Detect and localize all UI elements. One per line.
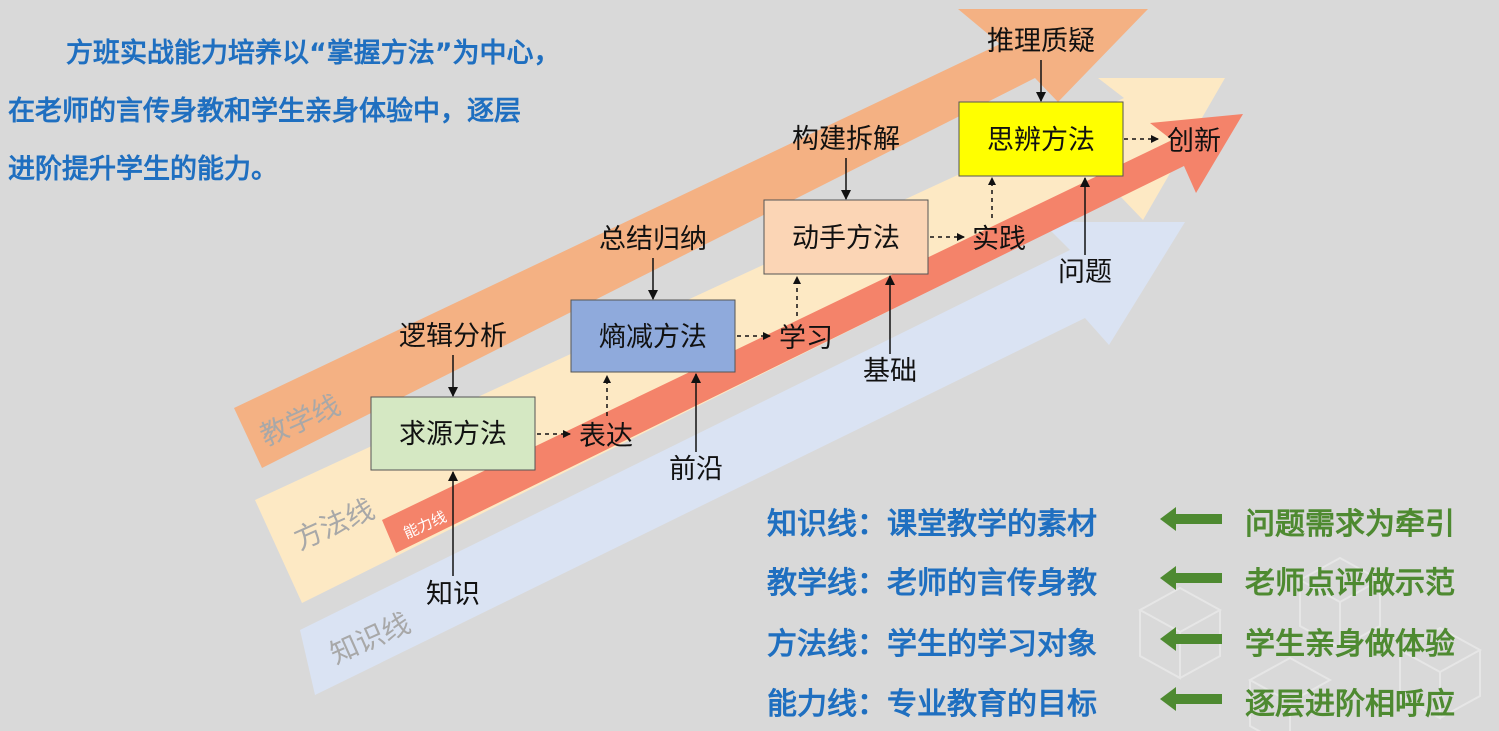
intro-line-3: 进阶提升学生的能力。 bbox=[8, 154, 278, 185]
label-jichu: 基础 bbox=[863, 356, 917, 387]
label-zongjie: 总结归纳 bbox=[599, 224, 707, 255]
label-wenti: 问题 bbox=[1058, 257, 1112, 288]
legend-arrow-1 bbox=[1160, 507, 1222, 531]
arrows-top bbox=[448, 60, 1046, 397]
label-luoji: 逻辑分析 bbox=[399, 321, 507, 352]
label-tuili: 推理质疑 bbox=[987, 26, 1095, 57]
dashed-arrows bbox=[537, 135, 1159, 438]
box-shangjian: 熵减方法 bbox=[570, 299, 736, 373]
legend-arrow-4 bbox=[1160, 687, 1222, 711]
legend-teaching-relation: 老师点评做示范 bbox=[1245, 566, 1455, 601]
legend-method-desc: 方法线：学生的学习对象 bbox=[767, 627, 1097, 662]
arrows-bottom bbox=[448, 177, 1090, 576]
box-shangjian-label: 熵减方法 bbox=[599, 322, 707, 353]
legend-knowledge-relation: 问题需求为牵引 bbox=[1245, 507, 1455, 542]
label-shijian: 实践 bbox=[972, 224, 1026, 255]
label-xuexi: 学习 bbox=[779, 323, 833, 354]
label-goujian: 构建拆解 bbox=[792, 124, 900, 155]
legend-arrows bbox=[1160, 507, 1222, 711]
box-qiuyuan-label: 求源方法 bbox=[399, 419, 507, 450]
box-dongshou: 动手方法 bbox=[763, 199, 929, 275]
box-dongshou-label: 动手方法 bbox=[792, 223, 900, 254]
label-biaoda: 表达 bbox=[579, 421, 633, 452]
legend-arrow-2 bbox=[1160, 566, 1222, 590]
box-sibian: 思辨方法 bbox=[958, 101, 1124, 177]
teaching-band bbox=[234, 9, 1148, 468]
knowledge-band bbox=[300, 222, 1185, 695]
legend-knowledge-desc: 知识线：课堂教学的素材 bbox=[767, 507, 1097, 542]
cube-watermark bbox=[1137, 556, 1483, 731]
intro-line-2: 在老师的言传身教和学生亲身体验中，逐层 bbox=[8, 96, 521, 127]
label-chuangxin: 创新 bbox=[1167, 126, 1221, 157]
legend-ability-relation: 逐层进阶相呼应 bbox=[1245, 687, 1455, 722]
intro-line-1: 方班实战能力培养以“掌握方法”为中心， bbox=[66, 38, 561, 69]
legend-method-relation: 学生亲身做体验 bbox=[1245, 627, 1455, 662]
box-sibian-label: 思辨方法 bbox=[987, 125, 1095, 156]
box-qiuyuan: 求源方法 bbox=[370, 396, 536, 471]
label-qianyan: 前沿 bbox=[669, 454, 723, 485]
legend-teaching-desc: 教学线：老师的言传身教 bbox=[767, 566, 1097, 601]
label-zhishi: 知识 bbox=[426, 579, 480, 610]
legend-ability-desc: 能力线：专业教育的目标 bbox=[767, 687, 1097, 722]
ability-arrow bbox=[382, 114, 1243, 553]
legend-arrow-3 bbox=[1160, 627, 1222, 651]
